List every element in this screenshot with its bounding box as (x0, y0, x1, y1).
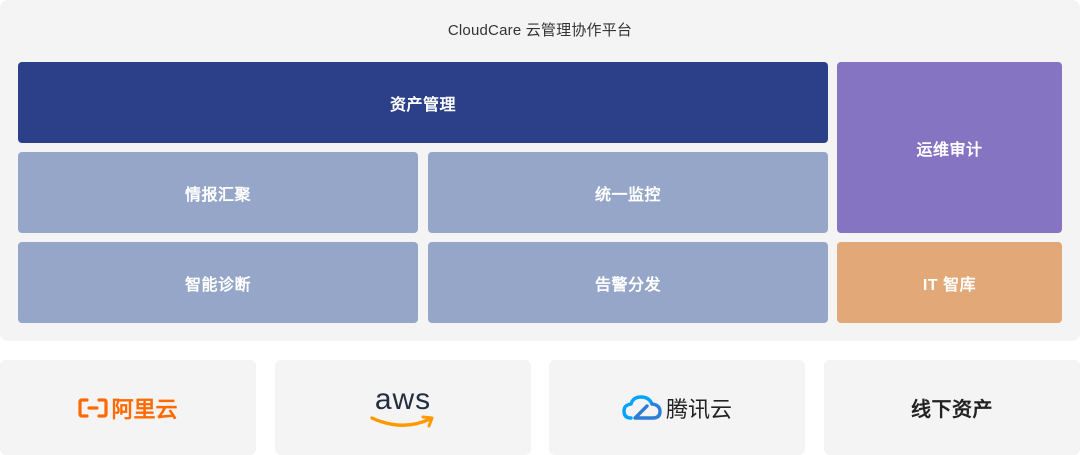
provider-aws: aws (275, 360, 531, 455)
aliyun-logo: 阿里云 (78, 392, 178, 424)
platform-title: CloudCare 云管理协作平台 (447, 22, 633, 39)
module-asset-management: 资产管理 (18, 62, 828, 143)
provider-tencent: 腾讯云 (549, 360, 805, 455)
tencent-label: 腾讯云 (665, 396, 732, 422)
module-alert-dispatch: 告警分发 (428, 242, 828, 323)
aws-smile-icon (370, 415, 434, 427)
aws-logo: aws (368, 382, 438, 431)
module-it-library: IT 智库 (837, 242, 1062, 323)
tencent-logo: 腾讯云 (622, 392, 732, 424)
aliyun-logo-icon (78, 397, 109, 418)
offline-label: 线下资产 (911, 399, 993, 421)
module-ops-audit: 运维审计 (837, 62, 1062, 233)
tencent-cloud-icon (622, 394, 662, 420)
module-unified-monitoring: 统一监控 (428, 152, 828, 233)
platform-panel: CloudCare 云管理协作平台 资产管理 情报汇聚 统一监控 智能诊断 告警… (0, 0, 1080, 341)
provider-offline: 线下资产 (824, 360, 1080, 455)
module-intel-aggregation: 情报汇聚 (18, 152, 418, 233)
module-smart-diagnosis: 智能诊断 (18, 242, 418, 323)
aws-label: aws (374, 382, 432, 416)
aliyun-label: 阿里云 (111, 396, 178, 422)
provider-aliyun: 阿里云 (0, 360, 256, 455)
